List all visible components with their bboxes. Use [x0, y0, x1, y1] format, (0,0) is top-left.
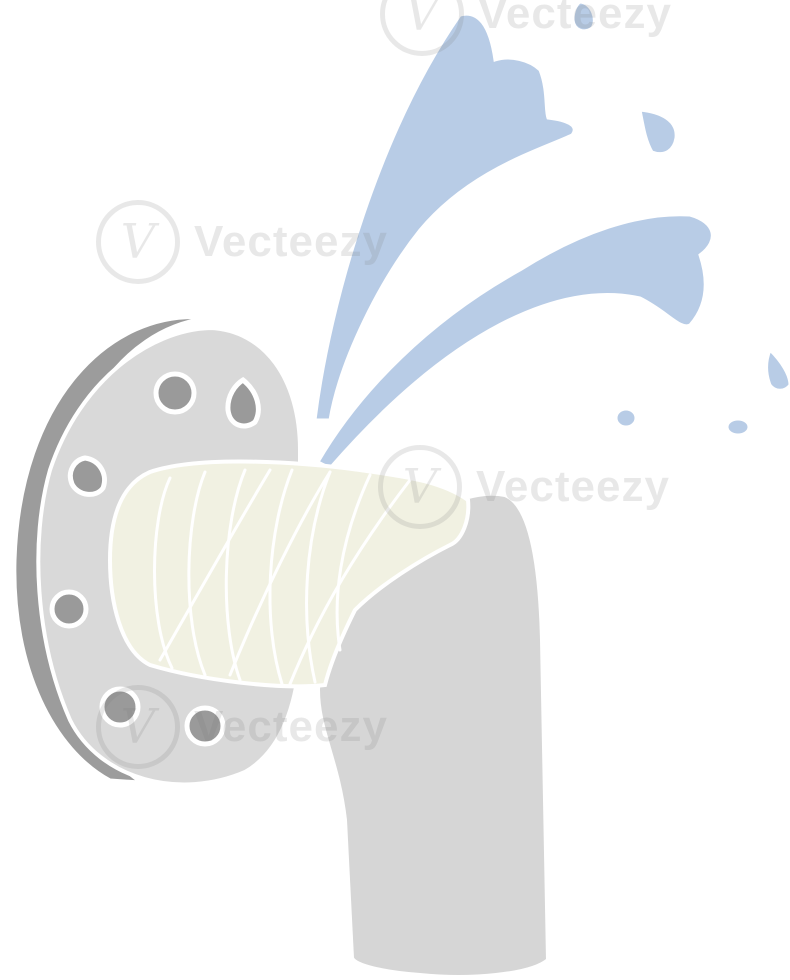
bolt-hole: [225, 376, 261, 429]
water-drop-small-2: [725, 417, 751, 437]
water-jet-upper: [313, 12, 576, 422]
flange-bolt-holes: [49, 371, 261, 747]
bandage-wrap: [107, 459, 471, 689]
bandage-seams: [153, 468, 412, 686]
bolt-hole: [153, 371, 197, 415]
pipe-bandage: [107, 459, 471, 689]
bolt-hole: [184, 705, 226, 747]
water-drop-small-1: [614, 407, 638, 429]
water-drop-far-right: [765, 347, 790, 392]
bolt-hole: [49, 589, 89, 629]
bolt-hole: [67, 455, 107, 497]
water-drop-right: [638, 108, 678, 156]
water-jet-lower: [315, 213, 714, 470]
bolt-hole: [99, 686, 141, 728]
water-drop-top: [571, 0, 596, 33]
